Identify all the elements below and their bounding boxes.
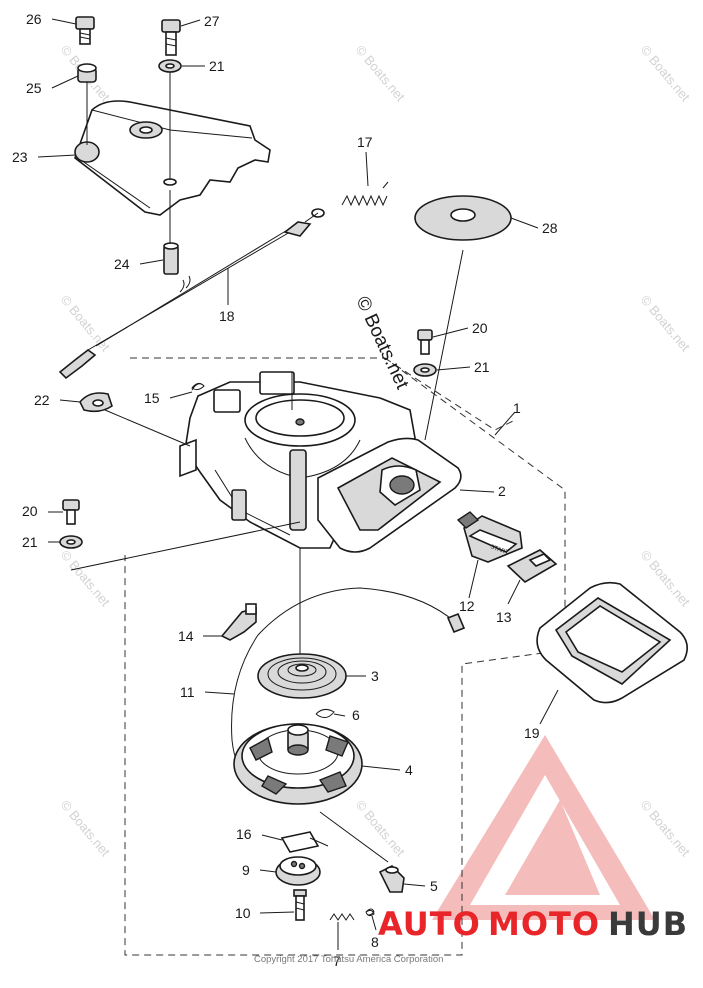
callout-18: 18 [219, 308, 235, 324]
callout-17: 17 [357, 134, 373, 150]
bolt-20-left [59, 499, 83, 549]
collar-25 [77, 63, 97, 83]
callout-4: 4 [405, 762, 413, 778]
logo-word-moto: MOTO [488, 905, 600, 943]
spring-17 [341, 181, 389, 207]
logo-word-hub: HUB [608, 905, 688, 943]
logo-word-auto: AUTO [378, 905, 481, 943]
cover-19 [536, 581, 688, 704]
throttle-cable-18 [58, 208, 325, 380]
disc-28 [414, 195, 512, 241]
leader-lines [37, 18, 559, 950]
guide-line [319, 811, 389, 863]
callout-numbers: 26 27 21 25 23 17 28 24 18 20 21 22 15 1… [12, 11, 558, 969]
bolt-26 [75, 16, 95, 45]
callout-20: 20 [472, 320, 488, 336]
callout-14: 14 [178, 628, 194, 644]
assembly-outline [124, 357, 566, 956]
watermark-text: © Boats.net [353, 42, 409, 104]
watermark-text: © Boats.net [353, 797, 409, 859]
callout-2: 2 [498, 483, 506, 499]
starter-handle-12: START [456, 511, 523, 563]
callout-20: 20 [22, 503, 38, 519]
bolt-20-right [413, 329, 437, 377]
guide-line [424, 249, 464, 441]
reel-4 [233, 723, 363, 805]
starter-housing [179, 371, 462, 553]
top-cover-assembly [74, 16, 271, 275]
callout-28: 28 [542, 220, 558, 236]
callout-9: 9 [242, 862, 250, 878]
spring-15 [191, 382, 205, 391]
cap-22 [79, 392, 113, 413]
callout-10: 10 [235, 905, 251, 921]
bolt-10 [293, 889, 307, 921]
clip-6 [315, 708, 335, 718]
callout-6: 6 [352, 707, 360, 723]
rope-end [446, 612, 466, 634]
grip-13 [506, 549, 558, 583]
watermark-text: © Boats.net [58, 797, 114, 859]
callout-26: 26 [26, 11, 42, 27]
automotohub-logo: AUTO MOTO HUB [378, 905, 688, 943]
watermark-text: © Boats.net [58, 292, 114, 354]
callout-8: 8 [371, 934, 379, 950]
spring-8 [365, 908, 375, 917]
center-watermark: © Boats.net [351, 293, 412, 393]
copyright-text: Copyright 2017 Tohatsu America Corporati… [254, 954, 443, 965]
callout-21: 21 [209, 58, 225, 74]
pawl-14 [220, 603, 257, 641]
callout-21: 21 [474, 359, 490, 375]
starter-rope-11 [231, 587, 456, 791]
drive-plate-9 [275, 856, 321, 886]
callout-11: 11 [180, 684, 195, 700]
callout-27: 27 [204, 13, 220, 29]
watermark-text: © Boats.net [638, 547, 694, 609]
callout-13: 13 [496, 609, 512, 625]
callout-21: 21 [22, 534, 38, 550]
recoil-spring-3 [257, 653, 347, 699]
callout-5: 5 [430, 878, 438, 894]
callout-23: 23 [12, 149, 28, 165]
assembly-bracket [414, 377, 516, 431]
watermark-text: © Boats.net [638, 42, 694, 104]
watermark-text: © Boats.net [58, 547, 114, 609]
callout-12: 12 [459, 598, 475, 614]
callout-19: 19 [524, 725, 540, 741]
ratchet-16 [280, 831, 329, 853]
watermark-text: © Boats.net [638, 797, 694, 859]
cover-plate-23 [74, 100, 271, 216]
callout-3: 3 [371, 668, 379, 684]
callout-7: 7 [333, 953, 341, 969]
callout-1: 1 [513, 400, 521, 416]
guide-line [70, 521, 301, 571]
logo-mark [432, 735, 655, 920]
callout-16: 16 [236, 826, 252, 842]
watermark-text: © Boats.net [638, 292, 694, 354]
callout-25: 25 [26, 80, 42, 96]
callout-15: 15 [144, 390, 160, 406]
callout-24: 24 [114, 256, 130, 272]
collar-24 [163, 242, 179, 275]
spring-7 [329, 913, 355, 921]
lever-5 [378, 865, 405, 893]
bolt-27 [161, 19, 181, 56]
callout-22: 22 [34, 392, 50, 408]
